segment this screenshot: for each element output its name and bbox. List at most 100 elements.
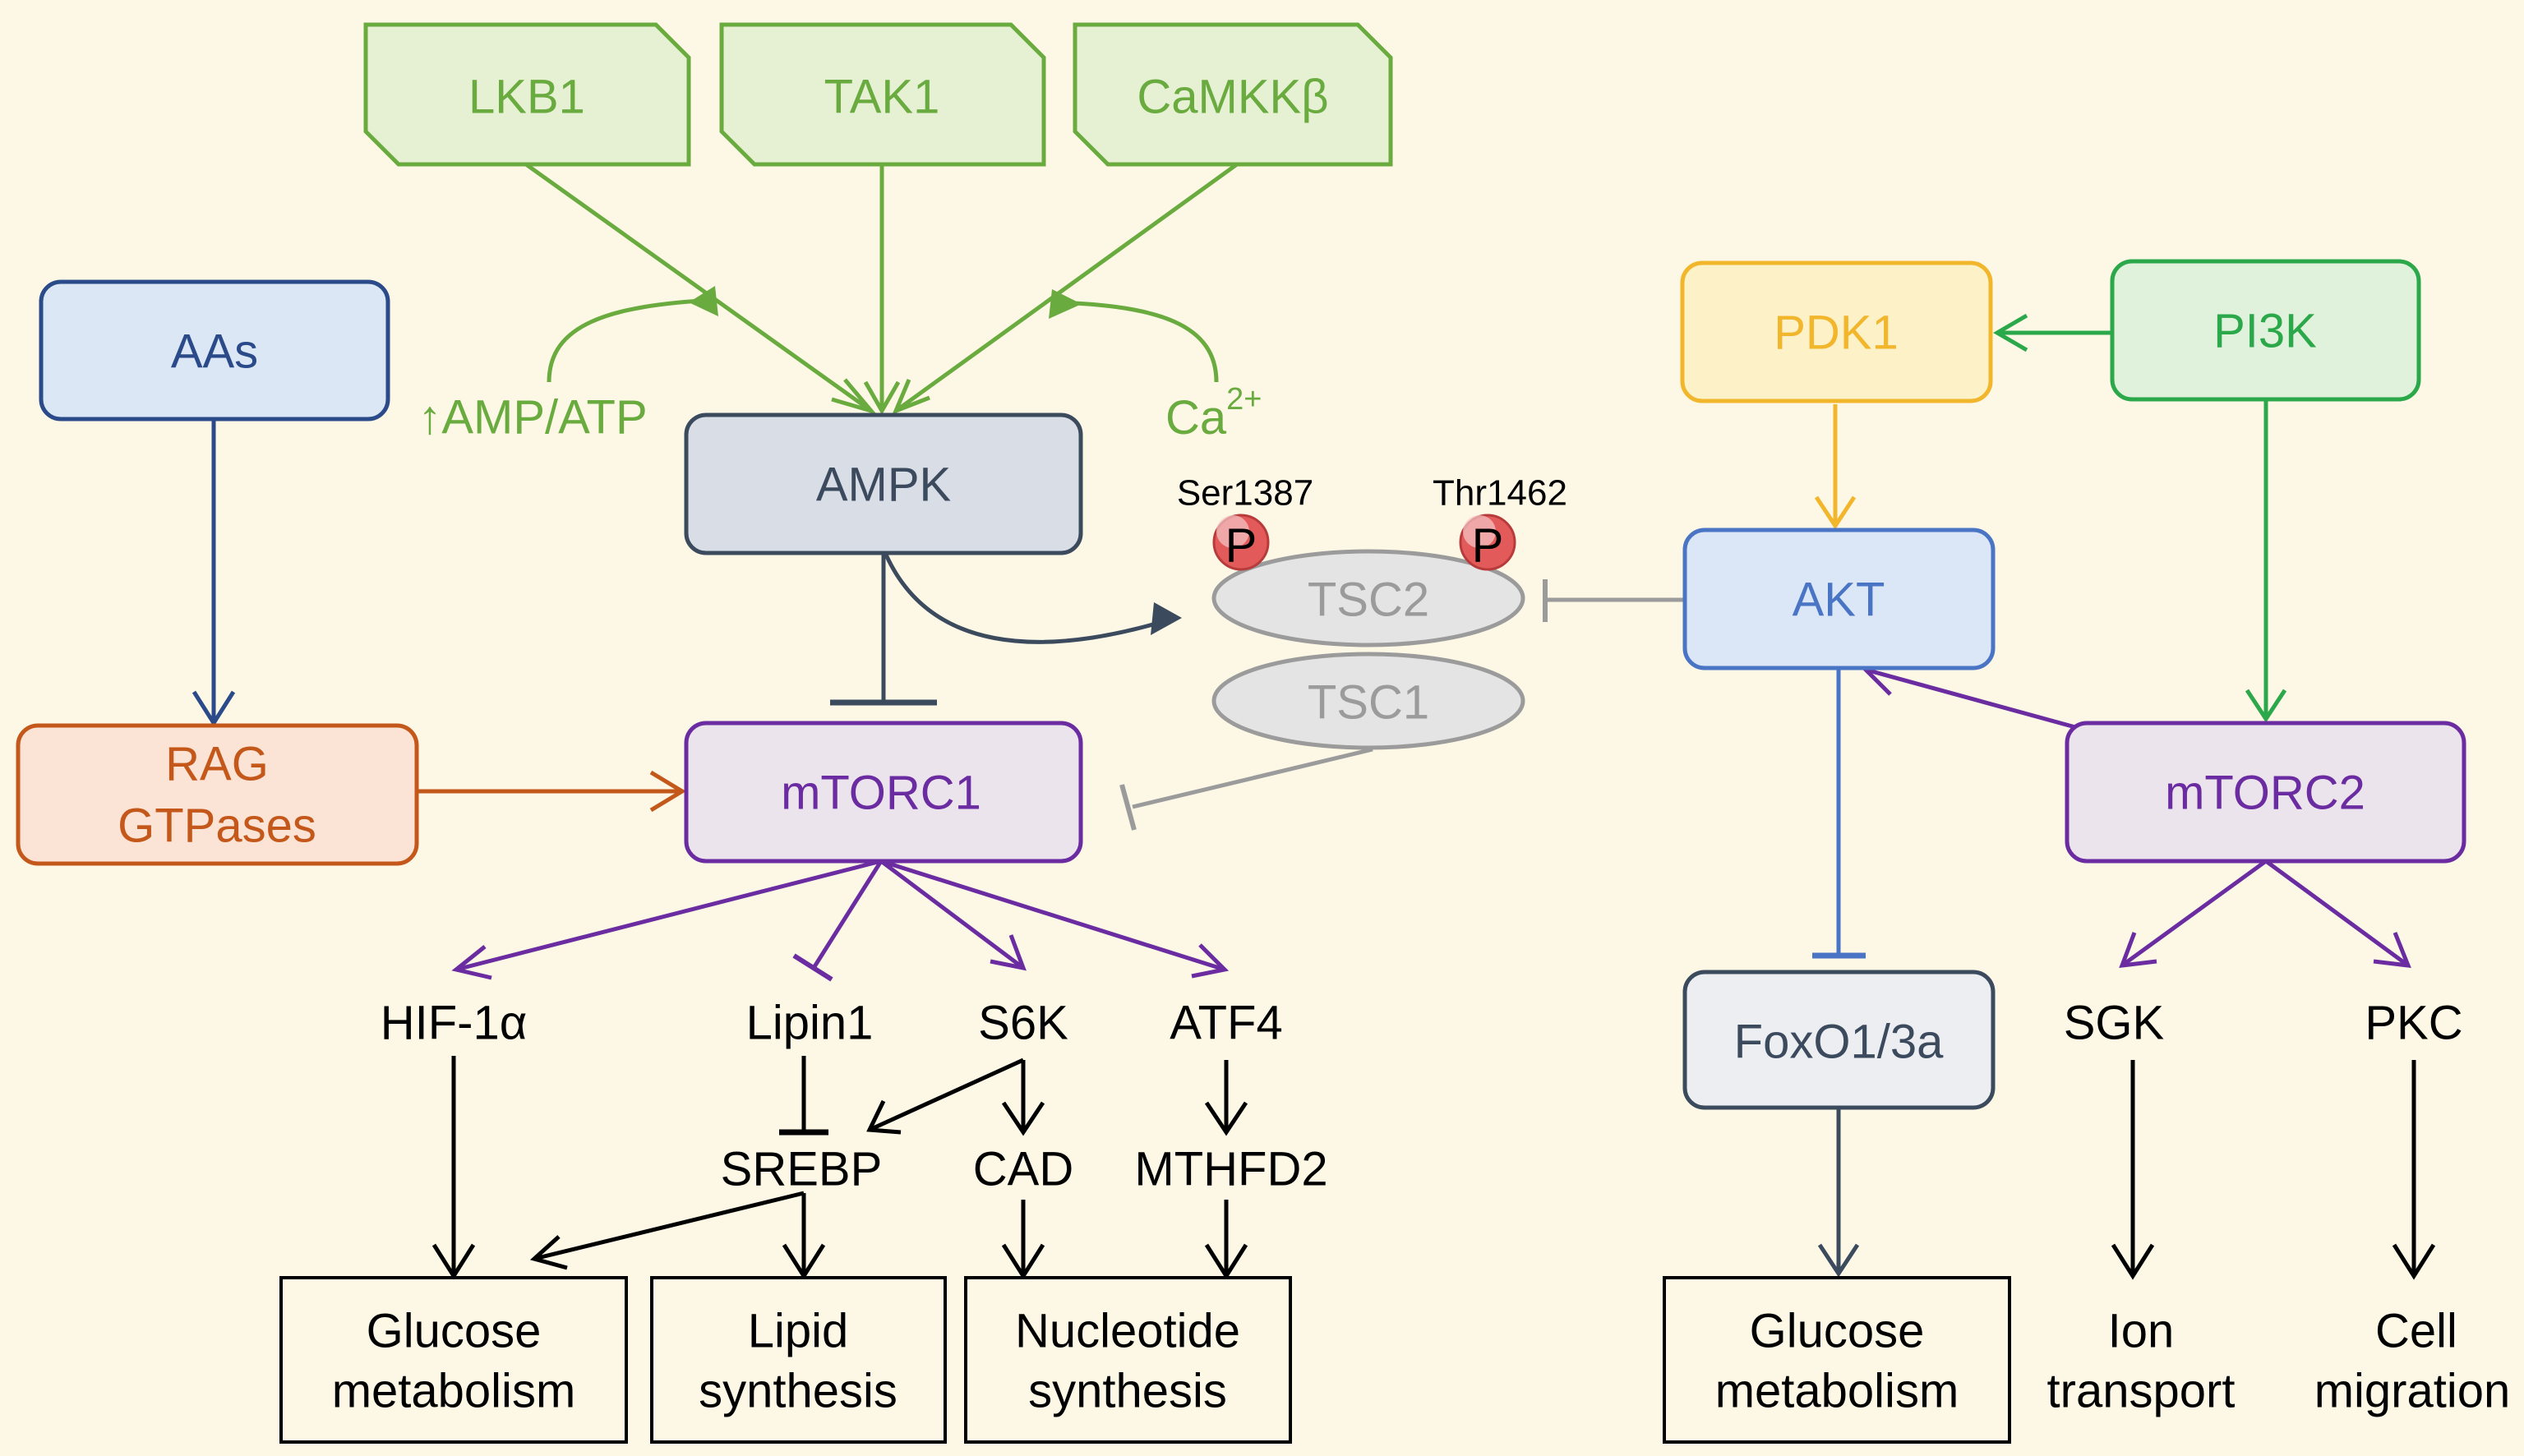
node-rag-label-line1: RAG <box>165 738 269 791</box>
node-camkkb-label: CaMKKβ <box>1137 71 1328 124</box>
arrowhead-pdk1-akt <box>1814 495 1857 530</box>
node-aas-label: AAs <box>171 325 258 379</box>
arrowhead-mtorc2-pkc <box>2373 932 2411 968</box>
node-tak1: TAK1 <box>719 22 1046 167</box>
target-srebp: SREBP <box>721 1143 883 1196</box>
edge-ca <box>1055 300 1219 383</box>
edge-mtorc2-pkc <box>2264 859 2410 968</box>
outcome-lipid-line1: Lipid <box>748 1305 849 1358</box>
outcome-lipid-synthesis: Lipid synthesis <box>650 1276 947 1444</box>
node-ampk-shape <box>684 412 1083 555</box>
node-mtorc2-label: mTORC2 <box>2165 767 2365 820</box>
arrowhead-s6k-cad <box>1001 1101 1045 1136</box>
arrowhead-mtorc1-hif1a <box>451 945 492 980</box>
ca-label: Ca2+ <box>1165 382 1262 445</box>
node-pi3k: PI3K <box>2110 259 2421 402</box>
outcome-ion-line1: Ion <box>2108 1305 2175 1358</box>
arrowhead-srebp-glucose <box>529 1235 568 1270</box>
node-tsc1-label: TSC1 <box>1308 676 1429 730</box>
outcome-glucose-metabolism-2: Glucose metabolism <box>1663 1276 2011 1444</box>
outcome-glucose-2-line2: metabolism <box>1715 1365 1959 1418</box>
ca-superscript: 2+ <box>1226 382 1262 417</box>
outcome-nucleotide-shape <box>964 1276 1292 1444</box>
outcome-lipid-line2: synthesis <box>699 1365 897 1418</box>
phospho-site-ser1387: Ser1387 P <box>1177 473 1313 573</box>
node-aas: AAs <box>39 279 390 422</box>
outcome-cell-line1: Cell <box>2375 1305 2457 1358</box>
outcome-cell-migration: Cell migration <box>2314 1305 2511 1418</box>
arrowhead-aas-rag <box>191 690 236 727</box>
node-lkb1-label: LKB1 <box>468 71 585 124</box>
edge-mtorc1-hif1a <box>455 859 882 972</box>
arrowhead-amp-atp <box>689 286 718 316</box>
edges <box>191 162 2436 1280</box>
node-akt-shape <box>1682 528 1996 670</box>
node-pdk1-label: PDK1 <box>1774 306 1899 360</box>
target-mthfd2: MTHFD2 <box>1134 1143 1327 1196</box>
node-pi3k-label: PI3K <box>2213 305 2317 358</box>
outcome-lipid-shape <box>650 1276 947 1444</box>
phospho-ser1387-highlight <box>1216 515 1249 548</box>
ser1387-label: Ser1387 <box>1177 473 1313 514</box>
node-pdk1: PDK1 <box>1680 260 1993 403</box>
node-lkb1: LKB1 <box>363 22 691 167</box>
edge-tsc-mtorc1 <box>1132 747 1373 809</box>
arrowhead-rag-mtorc1 <box>649 770 686 813</box>
node-tak1-shape <box>719 22 1046 167</box>
node-mtorc2: mTORC2 <box>2065 721 2466 864</box>
outcome-ion-transport: Ion transport <box>2047 1305 2236 1418</box>
edge-srebp-glucose <box>533 1191 805 1261</box>
target-atf4: ATF4 <box>1170 997 1283 1050</box>
phospho-ser1387-label: P <box>1225 519 1257 573</box>
arrowhead-ca <box>1049 289 1082 319</box>
node-foxo-shape <box>1682 970 1996 1110</box>
node-tsc-complex: TSC1 TSC2 <box>1211 549 1525 750</box>
outcome-glucose-metabolism-1: Glucose metabolism <box>279 1276 628 1444</box>
arrowhead-pkc-cell <box>2392 1243 2436 1280</box>
node-tsc1-shape <box>1211 652 1525 750</box>
node-tsc2-label: TSC2 <box>1308 574 1429 627</box>
phospho-thr1462-label: P <box>1472 519 1504 573</box>
arrowhead-s6k-srebp <box>866 1099 902 1135</box>
arrowhead-mtorc1-atf4 <box>1191 943 1230 979</box>
arrowhead-mtorc2-sgk <box>2119 932 2157 968</box>
target-hif1a: HIF-1α <box>381 997 528 1050</box>
outcome-glucose-1-line2: metabolism <box>332 1365 576 1418</box>
node-camkkb: CaMKKβ <box>1073 22 1393 167</box>
node-aas-shape <box>39 279 390 422</box>
edge-lkb1-ampk <box>524 162 873 413</box>
node-akt-label: AKT <box>1793 574 1885 627</box>
arrowhead-foxo-glucose <box>1817 1243 1860 1278</box>
arrowhead-camkkb-ampk <box>892 379 930 415</box>
inhibit-bar-mtorc1-lipin1 <box>792 953 833 982</box>
node-mtorc2-shape <box>2065 721 2466 864</box>
node-mtorc1: mTORC1 <box>684 721 1083 864</box>
node-pi3k-shape <box>2110 259 2421 402</box>
target-cad: CAD <box>973 1143 1073 1196</box>
node-tsc2-shape <box>1211 549 1525 647</box>
target-s6k: S6K <box>978 997 1068 1050</box>
node-camkkb-shape <box>1073 22 1393 167</box>
outcome-cell-line2: migration <box>2314 1365 2511 1418</box>
arrowhead-mtorc1-s6k <box>990 934 1027 971</box>
node-rag: RAG GTPases <box>16 723 419 866</box>
node-foxo: FoxO1/3a <box>1682 970 1996 1110</box>
outcome-glucose-1-shape <box>279 1276 628 1444</box>
arrowhead-atf4-mthfd2 <box>1204 1101 1248 1136</box>
arrowhead-lkb1-ampk <box>831 378 878 415</box>
node-rag-shape <box>16 723 419 866</box>
inhibit-bar-tsc-mtorc1 <box>1119 784 1137 831</box>
amp-atp-label: ↑AMP/ATP <box>418 391 647 445</box>
outcome-nucleotide-synthesis: Nucleotide synthesis <box>964 1276 1292 1444</box>
outcome-nucleotide-line1: Nucleotide <box>1015 1305 1240 1358</box>
edge-s6k-srebp <box>868 1057 1025 1132</box>
node-rag-label-line2: GTPases <box>118 799 316 853</box>
edge-camkkb-ampk <box>894 162 1239 413</box>
edge-amp-atp <box>547 297 714 383</box>
node-akt: AKT <box>1682 528 1996 670</box>
node-lkb1-shape <box>363 22 691 167</box>
arrowhead-tak1-ampk <box>863 380 901 416</box>
target-sgk: SGK <box>2064 997 2165 1050</box>
node-foxo-label: FoxO1/3a <box>1734 1016 1944 1069</box>
arrowhead-sgk-ion <box>2111 1243 2155 1280</box>
